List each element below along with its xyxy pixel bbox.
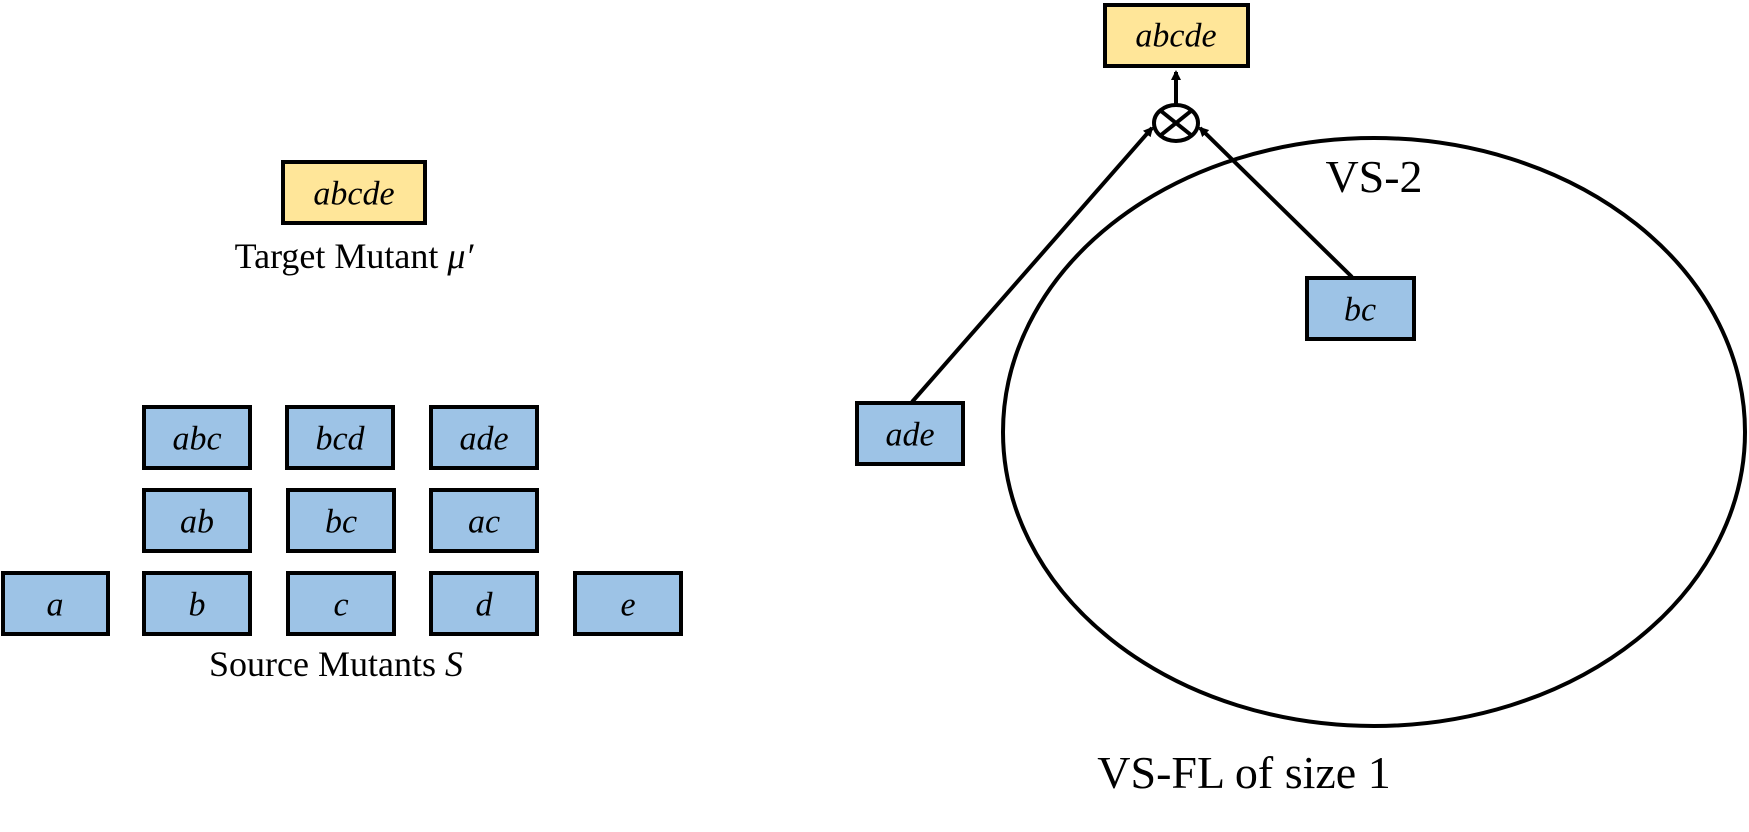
vs-fl-set-ellipse bbox=[1001, 136, 1747, 728]
vs-2-label: VS-2 bbox=[1325, 151, 1422, 202]
source-mutant-label: abc bbox=[172, 421, 221, 458]
source-mutant-bcd[interactable]: bcd bbox=[285, 405, 395, 470]
right-target-mutant-label: abcde bbox=[1135, 18, 1216, 55]
source-mutant-ade[interactable]: ade bbox=[429, 405, 539, 470]
source-mutant-label: bc bbox=[325, 504, 357, 541]
ade-to-combine-arrow bbox=[910, 126, 1154, 404]
right-panel: abcde ade bc VS-2 VS-FL of size 1 bbox=[855, 3, 1747, 798]
source-mutant-ab[interactable]: ab bbox=[142, 488, 252, 553]
target-mutant-node[interactable]: abcde bbox=[281, 160, 427, 225]
source-mutant-label: ac bbox=[468, 504, 500, 541]
source-mutant-label: e bbox=[620, 587, 635, 624]
source-mutants-caption: Source Mutants S bbox=[209, 644, 463, 684]
source-mutant-ac[interactable]: ac bbox=[429, 488, 539, 553]
source-mutant-bc[interactable]: bc bbox=[286, 488, 396, 553]
source-mutant-d[interactable]: d bbox=[429, 571, 539, 636]
source-mutant-label: d bbox=[476, 587, 494, 624]
circled-times-icon bbox=[1152, 103, 1200, 143]
source-mutant-label: c bbox=[333, 587, 348, 624]
input-mutant-label: ade bbox=[885, 417, 934, 454]
target-mutant-label: abcde bbox=[313, 176, 394, 213]
input-mutant-bc[interactable]: bc bbox=[1305, 276, 1416, 341]
source-mutant-label: ab bbox=[180, 504, 214, 541]
input-mutant-ade[interactable]: ade bbox=[855, 401, 965, 466]
source-mutant-label: ade bbox=[459, 421, 508, 458]
right-target-mutant-node[interactable]: abcde bbox=[1103, 3, 1250, 68]
target-mutant-caption: Target Mutant μ′ bbox=[235, 236, 475, 276]
vs-fl-caption: VS-FL of size 1 bbox=[1097, 747, 1390, 798]
source-mutant-label: bcd bbox=[315, 421, 365, 458]
source-mutant-b[interactable]: b bbox=[142, 571, 252, 636]
source-mutant-a[interactable]: a bbox=[1, 571, 110, 636]
source-mutant-c[interactable]: c bbox=[286, 571, 396, 636]
source-mutant-abc[interactable]: abc bbox=[142, 405, 252, 470]
source-mutant-label: a bbox=[47, 587, 64, 624]
source-mutant-label: b bbox=[189, 587, 206, 624]
left-panel: abcde Target Mutant μ′ abc bcd ade ab bc… bbox=[1, 160, 683, 684]
input-mutant-label: bc bbox=[1344, 292, 1376, 329]
source-mutant-e[interactable]: e bbox=[573, 571, 683, 636]
bc-to-combine-arrow bbox=[1198, 126, 1354, 279]
